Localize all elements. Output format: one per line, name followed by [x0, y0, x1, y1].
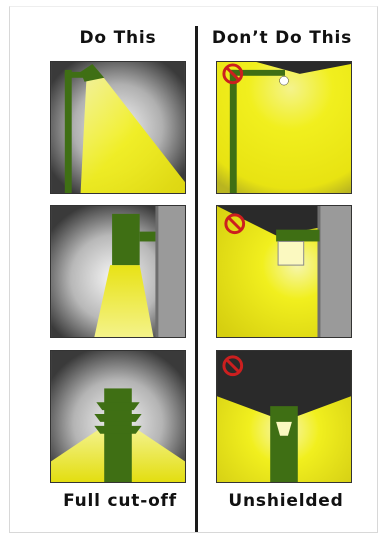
panel-streetlight-bad — [216, 61, 352, 194]
panel-bollard-good — [50, 350, 186, 483]
panel-wallpack-good — [50, 205, 186, 338]
do-this-heading: Do This — [50, 28, 186, 48]
panel-streetlight-good — [50, 61, 186, 194]
panel-bollard-bad — [216, 350, 352, 483]
unshielded-label: Unshielded — [206, 491, 366, 511]
full-cutoff-label: Full cut-off — [40, 491, 200, 511]
dont-do-this-heading: Don’t Do This — [202, 28, 362, 48]
panel-wallpack-bad — [216, 205, 352, 338]
column-divider — [195, 26, 198, 532]
